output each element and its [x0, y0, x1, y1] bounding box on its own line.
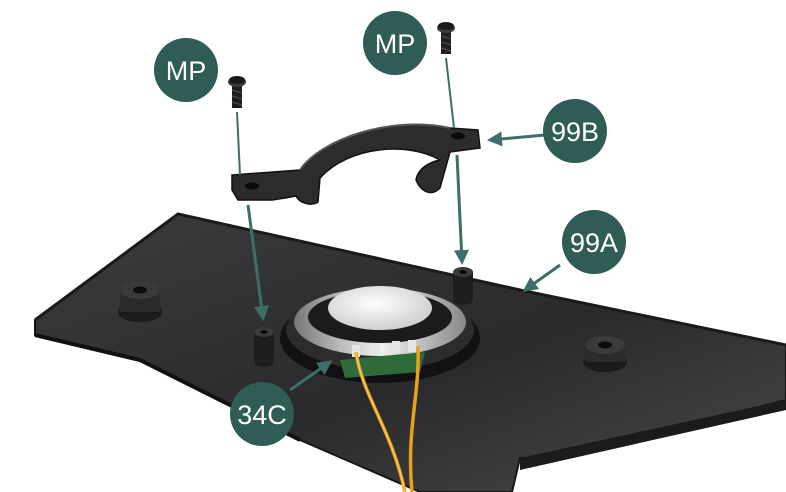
arrow-bracket-to-right-post	[453, 154, 469, 265]
screw-post-left	[254, 327, 274, 367]
callout-arrow-34c	[289, 360, 333, 392]
screw-post-right	[453, 267, 473, 305]
badge-99a: 99A	[562, 210, 626, 274]
badge-mp-right: MP	[363, 11, 427, 75]
mounting-post-left	[118, 281, 162, 322]
speaker-wires	[354, 345, 420, 492]
badge-34c-label: 34C	[237, 400, 287, 430]
mounting-post-right	[583, 336, 627, 372]
guide-line-left-screw	[236, 111, 241, 176]
screw-mp-left	[228, 76, 246, 108]
bracket-99b	[231, 123, 481, 205]
arrow-bracket-to-left-post	[246, 204, 269, 321]
badge-34c: 34C	[230, 382, 294, 446]
badge-99b: 99B	[543, 99, 607, 163]
callout-arrow-99a	[522, 263, 561, 292]
badge-mp-left: MP	[154, 38, 218, 102]
badge-99a-label: 99A	[570, 228, 618, 258]
badge-mp-right-label: MP	[375, 29, 416, 59]
badge-mp-left-label: MP	[166, 56, 207, 86]
callout-arrow-99b	[487, 131, 546, 147]
badge-99b-label: 99B	[551, 117, 599, 147]
screw-mp-right	[437, 22, 455, 54]
guide-line-right-screw	[445, 57, 455, 129]
